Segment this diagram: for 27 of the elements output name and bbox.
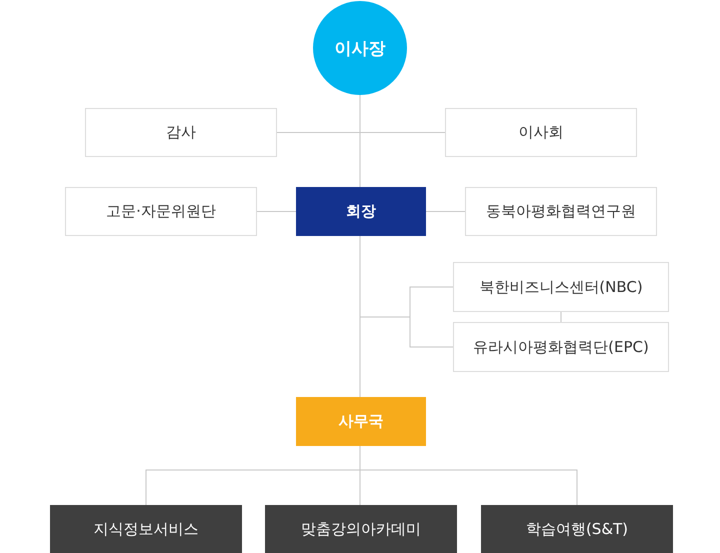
box-label: 유라시아평화협력단(EPC): [473, 338, 649, 356]
box-label: 감사: [166, 123, 196, 142]
box-label: 회장: [346, 202, 376, 221]
box-label: 동북아평화협력연구원: [486, 202, 636, 221]
org-box: [465, 187, 657, 236]
org-box: [50, 505, 242, 553]
org-box: [481, 505, 673, 553]
org-box: [296, 397, 426, 446]
org-box: [445, 108, 637, 157]
org-box: [296, 187, 426, 236]
box-label: 맞춤강의아카데미: [301, 520, 421, 538]
org-box: [453, 262, 669, 312]
org-box: [265, 505, 457, 553]
box-label: 이사회: [518, 123, 564, 142]
connector-line: [256, 211, 296, 212]
box-label: 학습여행(S&T): [526, 520, 628, 538]
connector-line: [426, 211, 466, 212]
connector-line: [560, 312, 562, 322]
circle-label: 이사장: [334, 38, 386, 60]
org-box: [65, 187, 257, 236]
box-label: 지식정보서비스: [94, 520, 198, 538]
connector-line: [360, 446, 578, 506]
org-box: [85, 108, 277, 157]
box-label: 고문·자문위원단: [106, 202, 216, 221]
box-label: 사무국: [338, 412, 384, 431]
box-label: 북한비즈니스센터(NBC): [479, 278, 643, 296]
org-box: [453, 322, 669, 372]
